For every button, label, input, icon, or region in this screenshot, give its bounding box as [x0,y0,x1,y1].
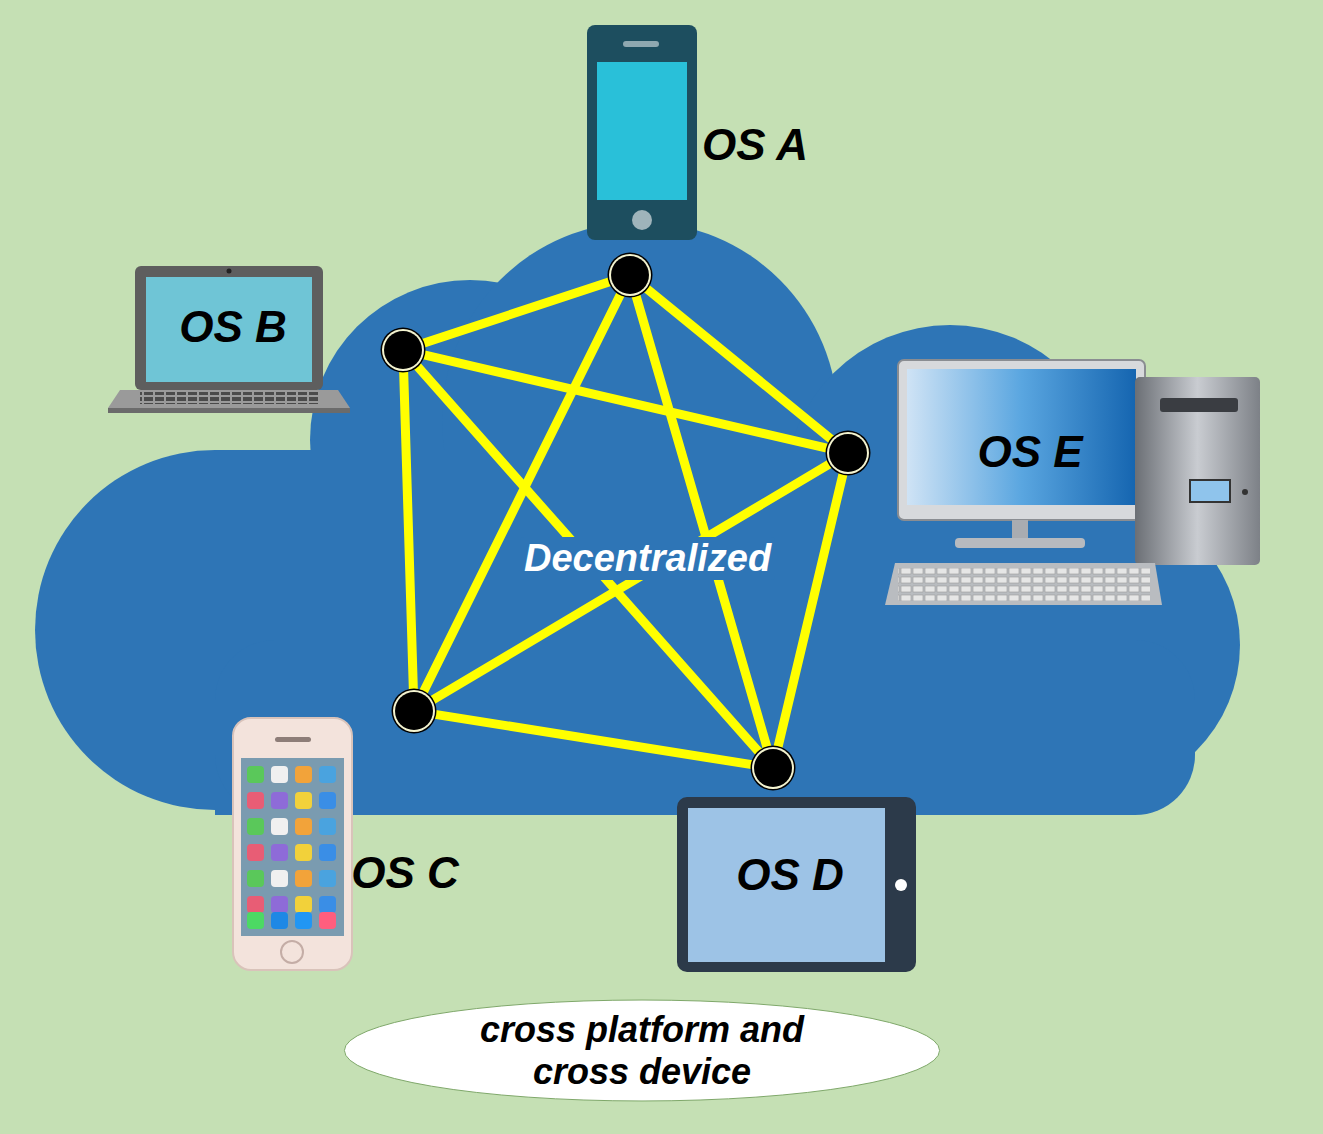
os-label: OS D [736,850,844,901]
iphone [233,718,352,970]
device-node: OS B [173,300,293,355]
caption-ellipse: cross platform and cross device [342,999,942,1102]
os-label: OS C [351,848,459,899]
device-node: OS C [345,846,465,901]
network-dot [384,331,422,369]
device-node: OS E [971,425,1089,480]
laptop [108,266,350,413]
mesh-link [421,288,624,697]
network-dot [395,692,433,730]
device-node: OS D [730,848,850,903]
network-dot [611,256,649,294]
caption-text: cross platform and cross device [432,1009,852,1092]
mesh-link [429,713,758,765]
mesh-link [403,365,413,696]
network-dot [754,749,792,787]
mesh-link [417,280,616,346]
device-node: OS A [696,118,814,173]
desktop-computer [885,360,1260,605]
network-dot [829,434,867,472]
tablet [677,797,916,972]
center-label: Decentralized [520,537,775,580]
os-label: OS A [702,120,808,171]
phone-a [587,25,697,240]
mesh-link [427,461,835,704]
mesh-link [776,468,844,754]
os-label: OS B [179,302,287,353]
cloud [35,222,1240,815]
os-label: OS E [977,427,1082,478]
